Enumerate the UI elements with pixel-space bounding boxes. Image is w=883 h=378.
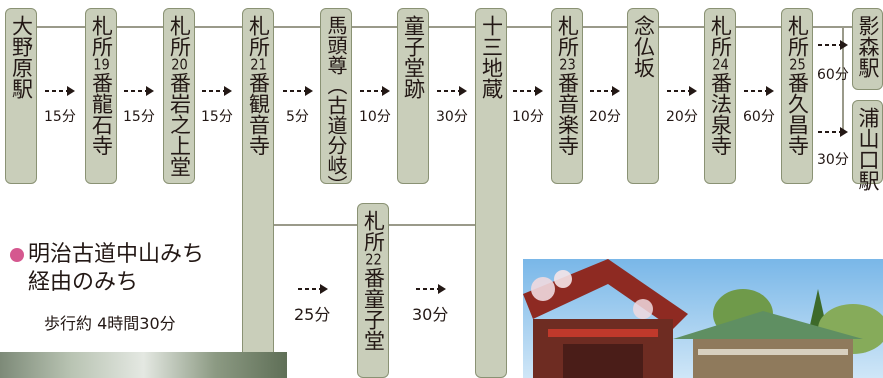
walk-time: 20分 [666, 109, 698, 125]
arrow-icon [667, 86, 697, 96]
arrow-icon [202, 86, 232, 96]
arrow-icon [437, 86, 467, 96]
route-line-main [20, 26, 868, 28]
station-label-prefix: 札所 [785, 15, 810, 57]
station-label: 馬頭尊︵古道分岐︶ [324, 15, 348, 195]
station-omotohara: 大野原駅 [5, 8, 37, 184]
station-label-prefix: 札所 [89, 15, 114, 57]
arrow-icon [298, 284, 328, 294]
walk-time: 20分 [589, 109, 621, 125]
arrow-icon [283, 86, 313, 96]
station-number: 22 [365, 252, 382, 267]
station-fudasho-21: 札所21番観音寺 [242, 8, 274, 378]
walk-time: 15分 [44, 109, 76, 125]
station-label: 童子堂跡 [401, 15, 426, 99]
walk-time: 15分 [123, 109, 155, 125]
walk-time: 30分 [817, 152, 849, 168]
station-number: 21 [250, 57, 267, 72]
station-fudasho-23: 札所23番音楽寺 [551, 8, 583, 184]
station-number: 20 [171, 57, 188, 72]
station-label: 大野原駅 [9, 15, 34, 99]
arrow-icon [818, 40, 848, 50]
station-label-prefix: 札所 [167, 15, 192, 57]
station-number: 24 [712, 57, 729, 72]
walk-time: 5分 [286, 109, 309, 125]
station-label: 十三地蔵 [479, 15, 504, 99]
station-jusan-jizo: 十三地蔵 [475, 8, 507, 378]
walk-time: 10分 [512, 109, 544, 125]
station-label-suffix: 番岩之上堂 [167, 72, 192, 177]
legend-total-time: 歩行約 4時間30分 [44, 314, 176, 333]
station-number: 19 [93, 57, 110, 72]
photo-left [0, 352, 287, 378]
arrow-icon [513, 86, 543, 96]
station-label-prefix: 札所 [708, 15, 733, 57]
station-label: 影森駅 [856, 15, 880, 78]
station-label-prefix: 札所 [555, 15, 580, 57]
station-fudasho-19: 札所19番龍石寺 [85, 8, 117, 184]
arrow-icon [818, 127, 848, 137]
arrow-icon [416, 284, 446, 294]
station-fudasho-20: 札所20番岩之上堂 [163, 8, 195, 184]
station-urayamaguchi: 浦山口駅 [852, 100, 883, 191]
station-fudasho-22: 札所22番童子堂 [357, 203, 389, 378]
station-label: 浦山口駅 [856, 107, 880, 191]
arrow-icon [45, 86, 75, 96]
station-bato: 馬頭尊︵古道分岐︶ [320, 8, 352, 195]
walk-time: 30分 [436, 109, 468, 125]
route-split-line [842, 26, 844, 132]
legend-title: 明治古道中山みち 経由のみち [28, 241, 204, 297]
station-label-suffix: 番法泉寺 [708, 72, 733, 156]
walk-time: 60分 [817, 67, 849, 83]
station-label-prefix: 札所 [361, 210, 386, 252]
station-label-suffix: 番音楽寺 [555, 72, 580, 156]
walk-time: 10分 [359, 109, 391, 125]
station-label-prefix: 札所 [246, 15, 271, 57]
temple-photo [523, 259, 883, 378]
arrow-icon [590, 86, 620, 96]
station-fudasho-25: 札所25番久昌寺 [781, 8, 813, 184]
arrow-icon [744, 86, 774, 96]
station-label-suffix: 番童子堂 [361, 267, 386, 351]
legend-title-line1: 明治古道中山みち [28, 242, 205, 267]
legend-dot [10, 248, 24, 262]
walk-time: 60分 [743, 109, 775, 125]
station-number: 25 [789, 57, 806, 72]
walk-time: 25分 [294, 305, 331, 324]
station-nenbutsu: 念仏坂 [627, 8, 659, 184]
arrow-icon [124, 86, 154, 96]
arrow-icon [360, 86, 390, 96]
station-label-suffix: 番龍石寺 [89, 72, 114, 156]
station-doji-ato: 童子堂跡 [397, 8, 429, 184]
station-number: 23 [559, 57, 576, 72]
station-label: 念仏坂 [631, 15, 656, 78]
walk-time: 15分 [201, 109, 233, 125]
station-label-suffix: 番観音寺 [246, 72, 271, 156]
legend-title-line2: 経由のみち [28, 270, 139, 295]
station-label-suffix: 番久昌寺 [785, 72, 810, 156]
station-fudasho-24: 札所24番法泉寺 [704, 8, 736, 184]
walk-time: 30分 [412, 305, 449, 324]
station-kagemori: 影森駅 [852, 8, 883, 90]
